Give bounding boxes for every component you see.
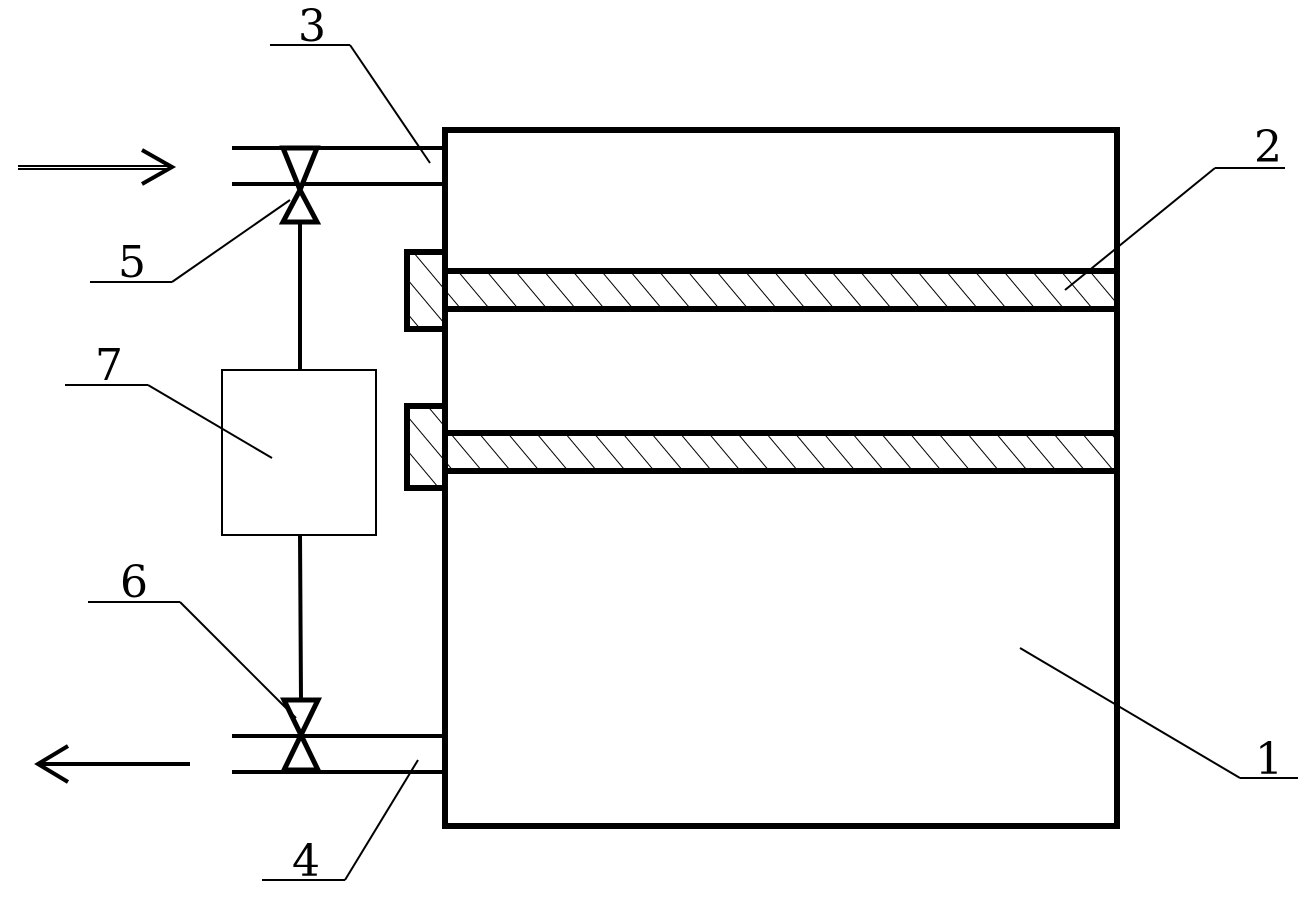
label-plate: 2 (1254, 122, 1282, 173)
outlet-arrow-icon (34, 744, 190, 784)
label-inlet: 3 (298, 1, 326, 52)
label-container: 1 (1255, 734, 1283, 785)
label-outlet: 4 (292, 836, 320, 887)
upper-plate-bracket (404, 249, 448, 332)
inlet-pipe (232, 146, 445, 186)
outlet-pipe (232, 734, 445, 774)
lower-connector (298, 534, 303, 701)
leader-lines (65, 44, 1298, 881)
lower-plate-bracket (404, 403, 448, 491)
bottom-valve-icon (280, 697, 322, 773)
inlet-arrow-icon (18, 148, 177, 186)
upper-plate (404, 249, 1120, 332)
label-valve-top: 5 (118, 237, 146, 288)
box-unit (221, 369, 377, 536)
label-box: 7 (95, 340, 123, 391)
container-body (442, 127, 1120, 829)
label-valve-bottom: 6 (120, 557, 148, 608)
lower-plate (404, 403, 1120, 491)
